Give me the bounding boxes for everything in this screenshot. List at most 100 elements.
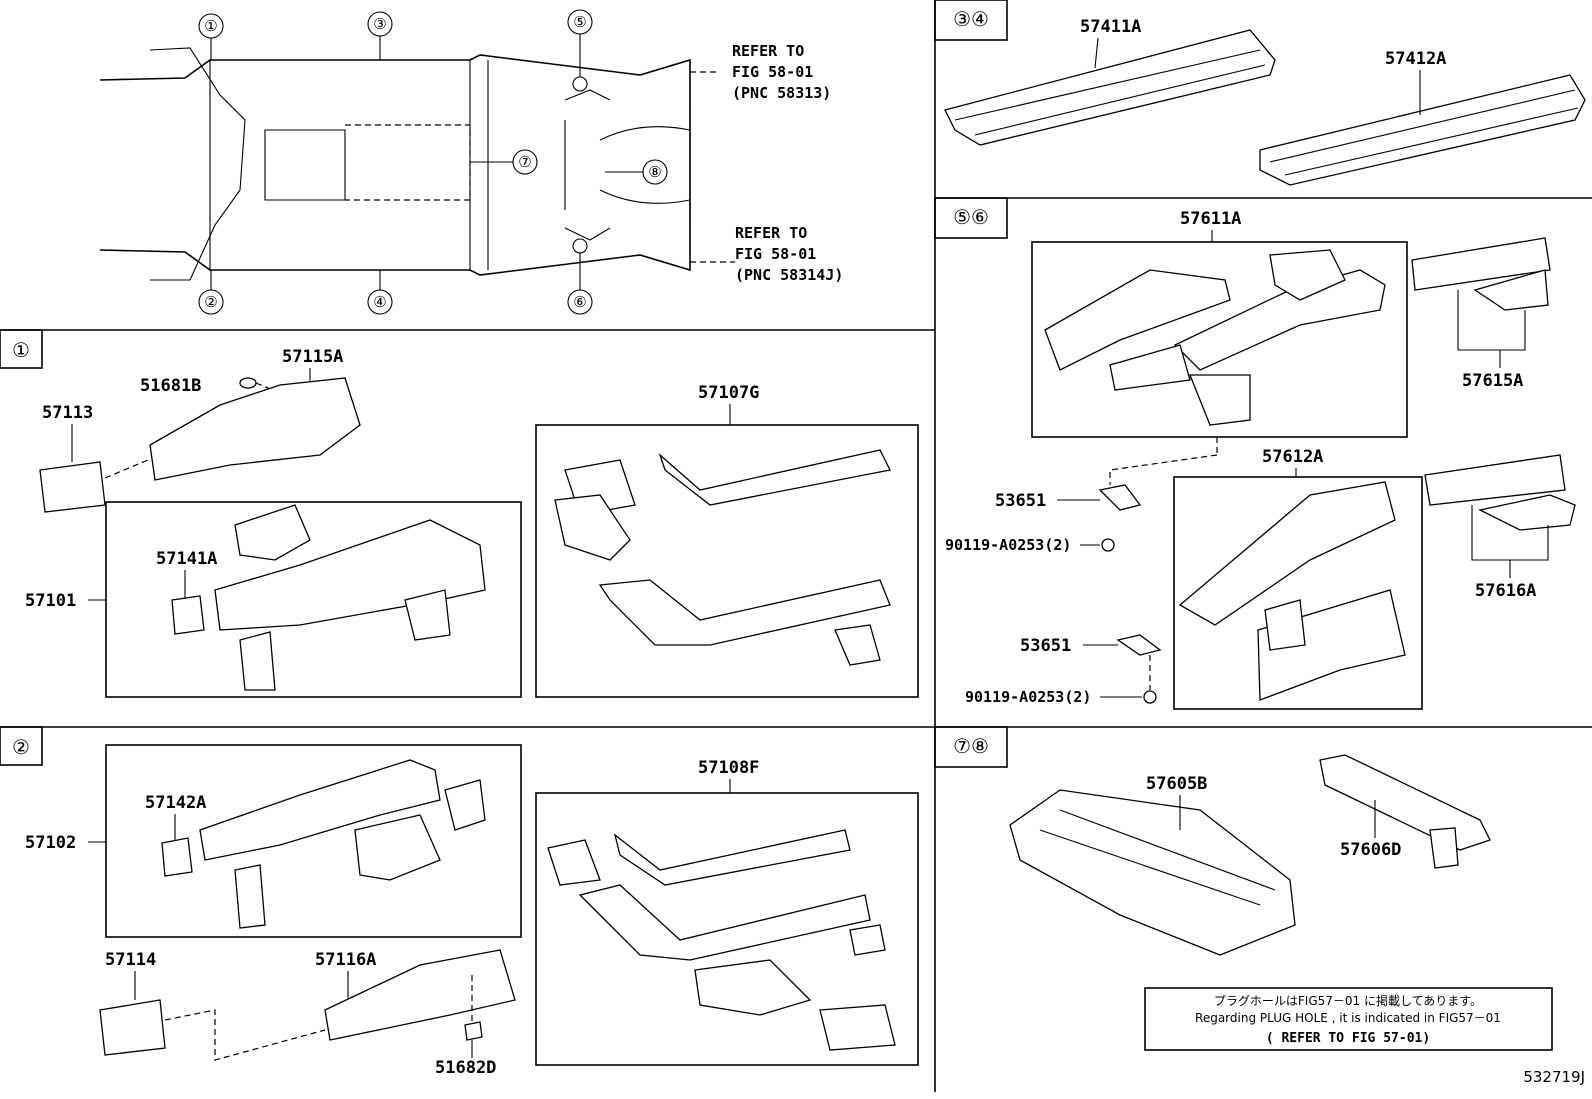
part-57412A xyxy=(1259,74,1586,186)
group-box-57611A xyxy=(1031,241,1408,438)
svg-text:FIG 58-01: FIG 58-01 xyxy=(735,245,816,263)
label-57115A: 57115A xyxy=(282,347,343,367)
part-57113 xyxy=(39,461,106,513)
part-57102-bracket xyxy=(354,814,441,881)
svg-text:(PNC 58314J): (PNC 58314J) xyxy=(735,266,843,284)
label-57612A: 57612A xyxy=(1262,447,1323,467)
part-57108F-c xyxy=(819,1004,896,1051)
label-57412A: 57412A xyxy=(1385,49,1446,69)
label-57605B: 57605B xyxy=(1146,774,1207,794)
part-51682D xyxy=(464,1021,483,1041)
label-57411A: 57411A xyxy=(1080,17,1141,37)
part-53651-b xyxy=(1116,634,1162,656)
label-57102: 57102 xyxy=(25,833,76,853)
label-57141A: 57141A xyxy=(156,549,217,569)
part-57108F-lower xyxy=(578,884,871,961)
part-57108F-b xyxy=(694,959,812,1016)
part-57615A-a xyxy=(1411,237,1551,291)
refer-rear: REFER TO FIG 58-01 (PNC 58314J) xyxy=(735,224,843,284)
svg-text:REFER TO: REFER TO xyxy=(732,42,804,60)
part-57102-rail xyxy=(199,759,441,861)
section-marker-56: ⑤⑥ xyxy=(953,205,989,229)
part-57107G-b xyxy=(554,494,631,561)
part-57616A-b xyxy=(1478,494,1576,531)
group-box-57612A xyxy=(1173,476,1423,710)
part-57612A-c xyxy=(1264,599,1306,651)
figure-id: 532719J xyxy=(1523,1068,1585,1086)
part-57612A-a xyxy=(1178,481,1396,626)
label-53651-b: 53651 xyxy=(1020,636,1071,656)
marker-5: ⑤ xyxy=(573,13,586,31)
part-51681B xyxy=(239,377,257,389)
marker-4: ④ xyxy=(373,293,386,311)
section-marker-box xyxy=(934,0,1008,41)
part-57107G-upper xyxy=(658,449,891,506)
overview-markers: ① ② ③ ④ ⑤ ⑥ ⑦ ⑧ xyxy=(198,9,668,315)
part-57107G-lower xyxy=(598,579,891,646)
bolt-90119-b xyxy=(1143,690,1157,704)
plug-hole-note-box xyxy=(1144,987,1553,1051)
label-57616A: 57616A xyxy=(1475,581,1536,601)
part-57102-lower xyxy=(234,864,266,929)
label-57101: 57101 xyxy=(25,591,76,611)
part-57116A xyxy=(324,949,516,1041)
section-marker-34: ③④ xyxy=(953,7,989,31)
label-90119-b: 90119-A0253(2) xyxy=(965,688,1091,706)
part-53651-a xyxy=(1098,484,1142,511)
part-57102-side xyxy=(444,779,486,831)
part-57611A-d xyxy=(1189,374,1251,426)
note-refer: ( REFER TO FIG 57-01) xyxy=(1266,1031,1430,1046)
label-57142A: 57142A xyxy=(145,793,206,813)
label-57611A: 57611A xyxy=(1180,209,1241,229)
label-57606D: 57606D xyxy=(1340,840,1401,860)
label-51681B: 51681B xyxy=(140,376,201,396)
label-57108F: 57108F xyxy=(698,758,759,778)
part-57612A-b xyxy=(1257,589,1406,701)
bolt-90119-a xyxy=(1101,538,1115,552)
label-57114: 57114 xyxy=(105,950,156,970)
section-marker-box xyxy=(0,726,43,766)
part-57615A-b xyxy=(1473,269,1549,311)
group-box-57107G xyxy=(535,424,919,698)
svg-text:FIG 58-01: FIG 58-01 xyxy=(732,63,813,81)
part-57107G-c xyxy=(834,624,881,666)
part-57141A xyxy=(171,595,205,635)
part-57101-lower xyxy=(239,631,276,691)
label-57116A: 57116A xyxy=(315,950,376,970)
section-marker-box xyxy=(934,726,1008,768)
group-box-57108F xyxy=(535,792,919,1066)
section-marker-78: ⑦⑧ xyxy=(953,734,989,758)
marker-6: ⑥ xyxy=(573,293,586,311)
section-marker-box xyxy=(0,329,43,369)
section-marker-2: ② xyxy=(12,735,30,759)
part-57616A-a xyxy=(1424,454,1566,506)
label-57107G: 57107G xyxy=(698,383,759,403)
svg-text:REFER TO: REFER TO xyxy=(735,224,807,242)
part-57142A xyxy=(161,837,193,877)
label-90119-a: 90119-A0253(2) xyxy=(945,536,1071,554)
part-57611A-c xyxy=(1269,249,1346,301)
section-marker-1: ① xyxy=(12,338,30,362)
label-57113: 57113 xyxy=(42,403,93,423)
part-57606D-bracket xyxy=(1429,827,1459,869)
marker-1: ① xyxy=(204,17,217,35)
part-57611A-a xyxy=(1044,269,1231,371)
part-57108F-d xyxy=(849,924,886,956)
refer-front: REFER TO FIG 58-01 (PNC 58313) xyxy=(732,42,831,102)
note-english: Regarding PLUG HOLE , it is indicated in… xyxy=(1195,1011,1501,1025)
marker-3: ③ xyxy=(373,15,386,33)
part-57108F-upper xyxy=(613,829,851,886)
frame-overview xyxy=(99,47,735,281)
group-box-57102 xyxy=(105,744,522,938)
part-57115A xyxy=(149,377,361,481)
label-51682D: 51682D xyxy=(435,1058,496,1078)
part-57101-side xyxy=(404,589,451,641)
label-53651-a: 53651 xyxy=(995,491,1046,511)
part-57108F-a xyxy=(547,839,601,886)
marker-8: ⑧ xyxy=(648,163,661,181)
label-57615A: 57615A xyxy=(1462,371,1523,391)
part-57606D-rail xyxy=(1319,754,1491,851)
part-57411A xyxy=(944,29,1276,146)
